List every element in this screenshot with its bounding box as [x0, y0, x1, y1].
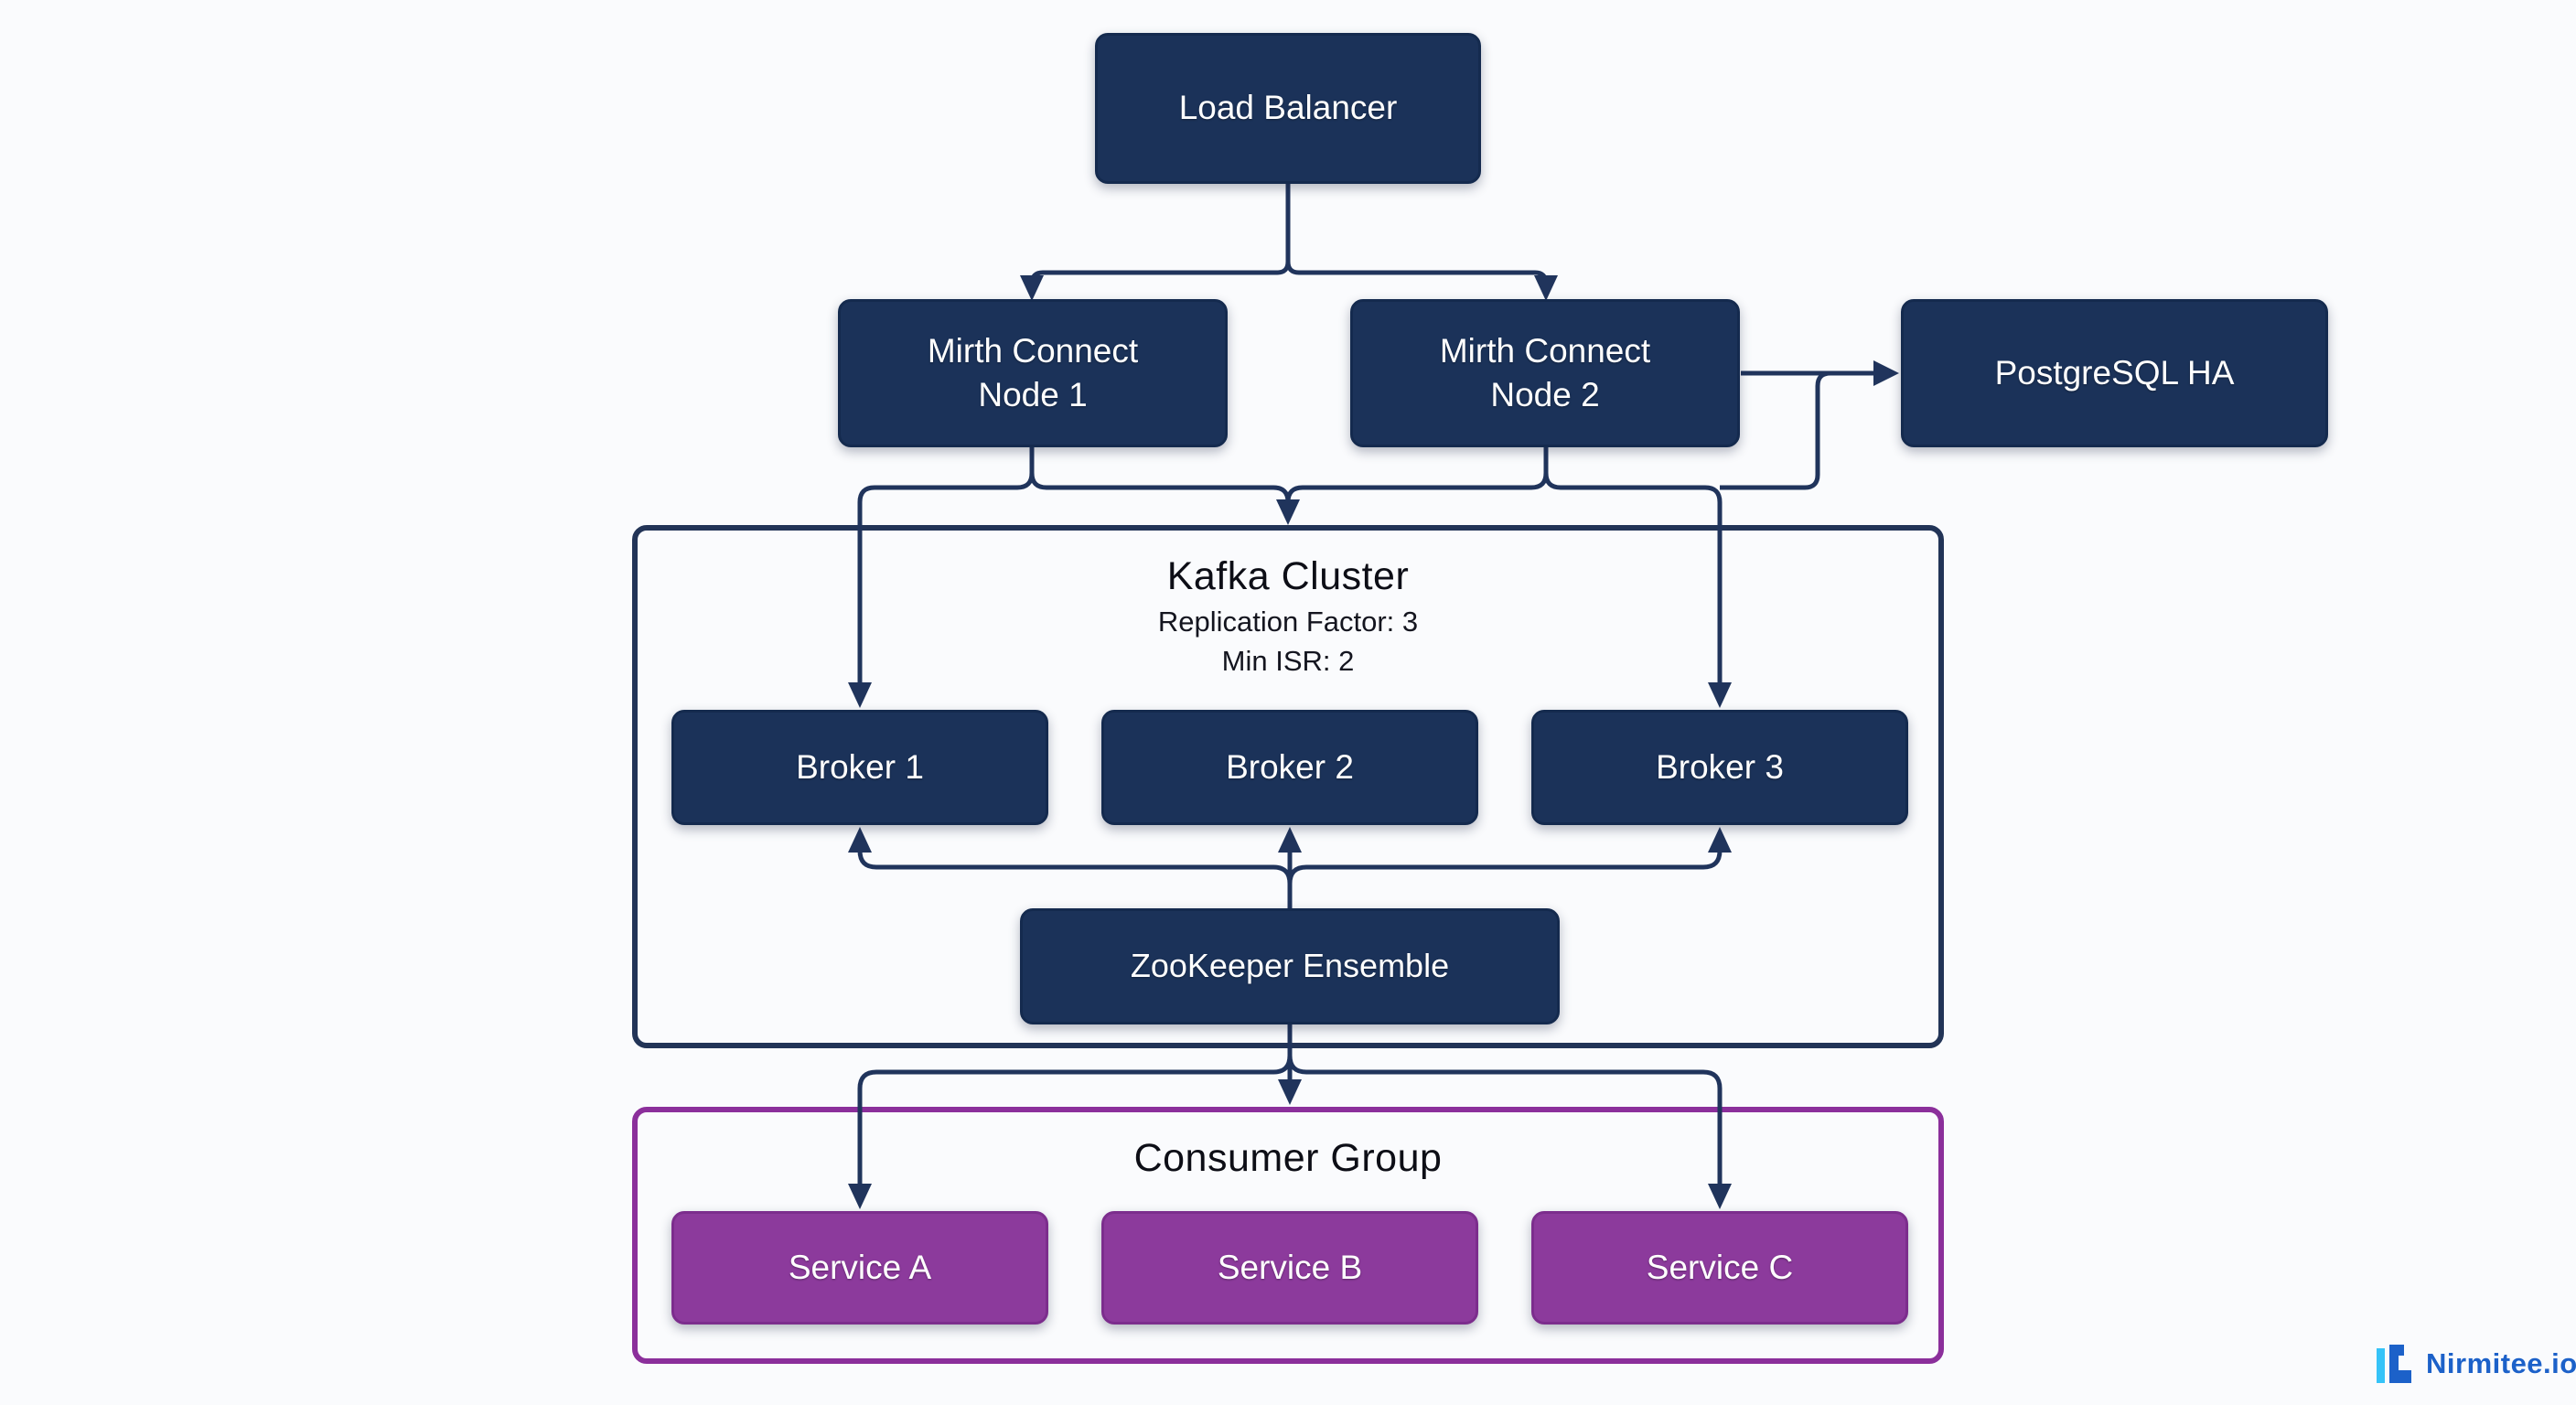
kafka-replication-factor: Replication Factor: 3: [1157, 606, 1419, 638]
nirmitee-logo-icon: [2377, 1345, 2411, 1383]
edge-lb-to-mirth1: [1029, 182, 1291, 287]
nirmitee-logo-text: Nirmitee.io: [2426, 1347, 2576, 1379]
node-broker-2: Broker 2: [1101, 710, 1478, 825]
node-broker-1: Broker 1: [671, 710, 1048, 825]
node-mirth-connect-2: Mirth Connect Node 2: [1350, 299, 1740, 447]
edge-mirth2-to-kafka: [1285, 446, 1549, 503]
node-mirth-connect-1: Mirth Connect Node 1: [838, 299, 1228, 447]
consumer-group-title: Consumer Group: [1133, 1136, 1443, 1180]
node-service-b: Service B: [1101, 1211, 1478, 1325]
kafka-cluster-title: Kafka Cluster: [1166, 554, 1410, 598]
node-zookeeper-ensemble: ZooKeeper Ensemble: [1020, 908, 1560, 1024]
node-service-c: Service C: [1531, 1211, 1908, 1325]
node-load-balancer: Load Balancer: [1095, 33, 1481, 184]
node-postgresql-ha: PostgreSQL HA: [1901, 299, 2328, 447]
node-service-a: Service A: [671, 1211, 1048, 1325]
edge-lb-to-mirth2: [1285, 261, 1549, 287]
kafka-min-isr: Min ISR: 2: [1221, 645, 1355, 677]
edge-mirth1-to-kafka: [1029, 472, 1291, 505]
node-broker-3: Broker 3: [1531, 710, 1908, 825]
edge-bus-to-postgres: [1720, 370, 1857, 490]
nirmitee-logo: Nirmitee.io: [2364, 1343, 2576, 1385]
